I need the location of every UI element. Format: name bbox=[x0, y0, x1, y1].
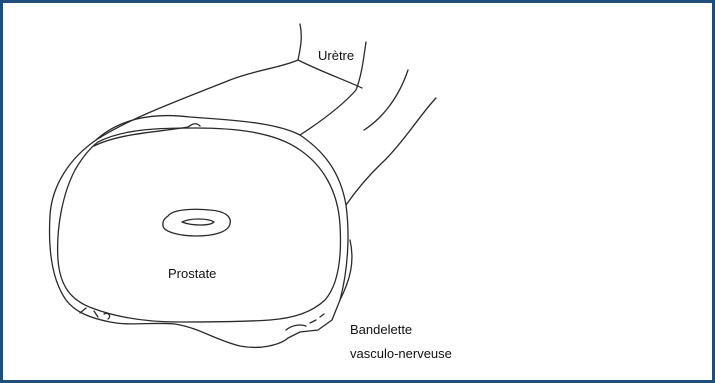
urethra-outer bbox=[163, 209, 231, 236]
prostate-upper-contour bbox=[94, 124, 200, 146]
posterior-tissue-curve bbox=[364, 70, 408, 130]
label-bandelette-line2: vasculo-nerveuse bbox=[350, 346, 452, 361]
nv-bundle-left-mark-1 bbox=[80, 308, 86, 313]
nv-bundle-left-mark-3 bbox=[104, 313, 110, 319]
label-uretre: Urètre bbox=[318, 48, 354, 63]
nv-bundle-right-mark-1 bbox=[286, 325, 306, 330]
label-bandelette-line1: Bandelette bbox=[350, 322, 412, 337]
posterior-tissue-outer bbox=[346, 98, 436, 205]
urethra-tube-inner bbox=[298, 60, 362, 88]
nv-bundle-right-mark-3 bbox=[320, 314, 324, 317]
nv-bundle-left-mark-2 bbox=[94, 311, 98, 317]
anatomy-drawing: Urètre Prostate Bandelette vasculo-nerve… bbox=[3, 3, 712, 380]
label-prostate: Prostate bbox=[168, 266, 216, 281]
urethra-tube-left bbox=[96, 24, 301, 140]
urethra-inner bbox=[182, 219, 214, 225]
nv-bundle-right-mark-2 bbox=[310, 320, 316, 323]
